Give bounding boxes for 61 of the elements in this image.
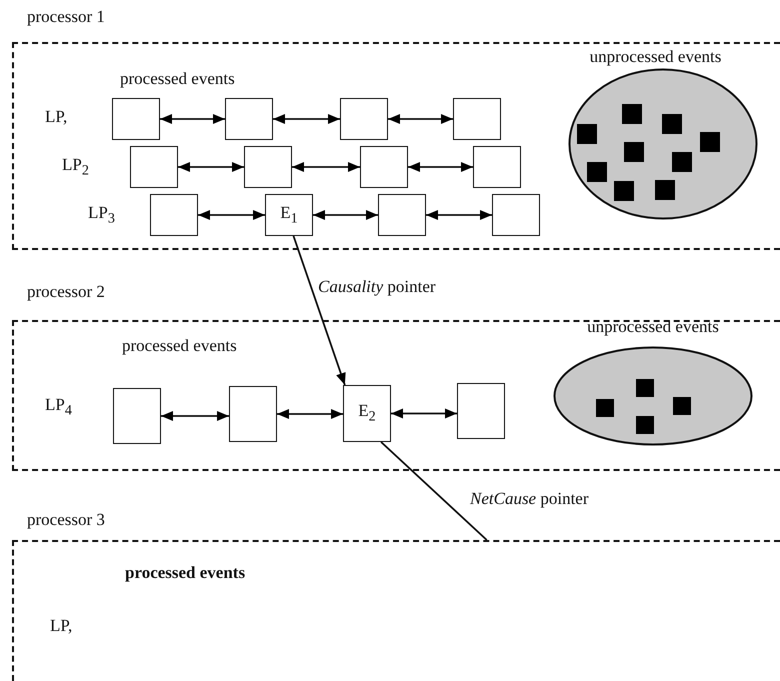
event-box [225, 98, 273, 140]
lane-label: LP$_{4}$ [45, 396, 72, 419]
section-heading: processed events [125, 564, 246, 583]
event-marker [577, 124, 597, 144]
arrow [388, 114, 453, 124]
event-marker [636, 416, 654, 434]
event-box [229, 386, 277, 442]
arrow [160, 114, 225, 124]
lane-label: LP, [50, 617, 72, 636]
arrow [198, 210, 265, 220]
arrow [292, 236, 346, 386]
event-box [453, 98, 501, 140]
event-marker [596, 399, 614, 417]
lane-label: LP$_{2}$ [62, 156, 89, 179]
arrow [426, 210, 492, 220]
event-box [360, 146, 408, 188]
arrow [277, 409, 343, 419]
pool-title: unprocessed events [586, 318, 720, 337]
event-marker [700, 132, 720, 152]
arrow [178, 162, 244, 172]
event-label: E$_{1}$ [280, 202, 298, 228]
event-box [340, 98, 388, 140]
lane-label: LP, [45, 108, 68, 127]
section-heading: processed events [122, 337, 237, 356]
event-box [343, 385, 391, 442]
event-marker [655, 180, 675, 200]
event-box [473, 146, 521, 188]
arrow [408, 162, 473, 172]
arrow [273, 114, 340, 124]
event-marker [622, 104, 642, 124]
event-label: E$_{2}$ [358, 401, 376, 426]
region-title: processor 3 [27, 511, 105, 530]
event-box [130, 146, 178, 188]
event-marker [587, 162, 607, 182]
region-title: processor 2 [27, 283, 105, 302]
event-box [265, 194, 313, 236]
connector-line [380, 441, 488, 541]
event-box [113, 388, 161, 444]
event-box [244, 146, 292, 188]
event-box [492, 194, 540, 236]
edge-label: NetCause pointer [470, 490, 589, 509]
event-box [112, 98, 160, 140]
event-marker [672, 152, 692, 172]
pool-title: unprocessed events [588, 48, 722, 67]
lane-label: LP$_{3}$ [88, 204, 115, 227]
arrow [313, 210, 378, 220]
event-pool [553, 318, 753, 446]
event-box [150, 194, 198, 236]
arrow [292, 162, 360, 172]
region-title: processor 1 [27, 8, 105, 27]
arrow [391, 408, 457, 418]
event-marker [673, 397, 691, 415]
event-marker [662, 114, 682, 134]
event-marker [614, 181, 634, 201]
event-marker [636, 379, 654, 397]
event-box [457, 383, 505, 439]
section-heading: processed events [120, 70, 235, 89]
arrow [161, 411, 229, 421]
event-box [378, 194, 426, 236]
edge-label: Causality pointer [318, 278, 436, 297]
event-marker [624, 142, 644, 162]
